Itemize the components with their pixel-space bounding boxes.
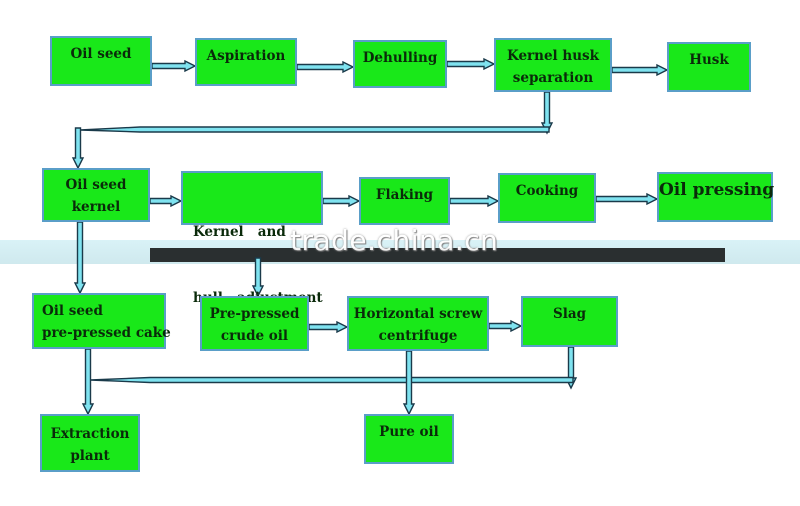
node-oil-pressing: Oil pressing: [657, 172, 775, 222]
watermark-text: trade.china.cn: [290, 224, 499, 257]
arrow-adjustment-to-flaking: [322, 194, 361, 208]
node-pure-oil: Pure oil: [364, 414, 454, 464]
node-prepressed-crude-oil-line-2: crude oil: [220, 328, 289, 344]
connector-slag-return: [89, 376, 574, 384]
node-slag: Slag: [521, 296, 618, 347]
node-oil-seed-line-1: Oil seed: [70, 46, 132, 62]
connector-return-line: [79, 126, 550, 133]
arrow-crude-to-centrifuge: [308, 320, 349, 334]
node-flaking: Flaking: [359, 177, 450, 225]
arrow-aspiration-to-dehulling: [296, 60, 355, 74]
node-dehulling-line-1: Dehulling: [362, 50, 438, 66]
node-kernel-husk-separation-line-2: separation: [512, 70, 594, 86]
arrow-centrifuge-to-slag: [488, 319, 523, 333]
node-oil-seed-kernel: Oil seed kernel: [42, 168, 150, 222]
node-extraction-plant-line-1: Extraction: [50, 426, 130, 442]
node-extraction-plant-line-2: plant: [70, 448, 110, 464]
node-horizontal-screw-centrifuge-line-1: Horizontal screw: [353, 306, 483, 322]
node-pure-oil-line-1: Pure oil: [379, 424, 439, 440]
arrow-to-pure-oil: [402, 350, 416, 416]
arrow-to-oil-seed-kernel: [71, 127, 85, 170]
node-horizontal-screw-centrifuge: Horizontal screw centrifuge: [347, 296, 489, 351]
node-cooking-line-1: Cooking: [515, 183, 579, 199]
node-cooking: Cooking: [498, 173, 596, 223]
node-oil-seed-prepressed-cake-line-1: Oil seed: [42, 303, 103, 319]
node-prepressed-crude-oil: Pre-pressed crude oil: [200, 296, 309, 351]
node-dehulling: Dehulling: [353, 40, 447, 88]
node-oil-seed-kernel-line-2: kernel: [71, 199, 121, 215]
node-kernel-husk-separation-line-1: Kernel husk: [507, 48, 599, 64]
node-oil-seed-prepressed-cake: Oil seed pre-pressed cake: [32, 293, 171, 349]
arrow-dehulling-to-kernel-husk: [446, 57, 496, 71]
node-aspiration-line-1: Aspiration: [206, 48, 286, 64]
node-oil-seed: Oil seed: [50, 36, 152, 86]
arrow-kernel-to-cake: [73, 221, 87, 295]
node-husk: Husk: [667, 42, 751, 92]
arrow-flaking-to-cooking: [449, 194, 500, 208]
node-kernel-hull-adjustment: Kernel and hull adjustment: [181, 171, 323, 306]
node-horizontal-screw-centrifuge-line-2: centrifuge: [378, 328, 458, 344]
node-oil-seed-prepressed-cake-line-2: pre-pressed cake: [42, 325, 171, 341]
node-prepressed-crude-oil-line-1: Pre-pressed: [209, 306, 300, 322]
watermark-band-dark: [150, 248, 725, 262]
arrow-oilseed-to-aspiration: [151, 59, 197, 73]
arrow-to-crude-oil: [251, 257, 265, 298]
node-husk-line-1: Husk: [689, 52, 729, 68]
node-flaking-line-1: Flaking: [375, 187, 434, 203]
arrow-to-extraction-plant: [81, 348, 95, 416]
node-kernel-hull-adjustment-line-1: Kernel and: [193, 224, 286, 240]
arrow-kernel-husk-to-husk: [611, 63, 669, 77]
node-slag-line-1: Slag: [552, 306, 587, 322]
node-kernel-husk-separation: Kernel husk separation: [494, 38, 612, 92]
node-aspiration: Aspiration: [195, 38, 297, 86]
node-oil-seed-kernel-line-1: Oil seed: [65, 177, 127, 193]
arrow-kernel-to-adjustment: [149, 194, 183, 208]
node-oil-pressing-line-1: Oil pressing: [659, 180, 775, 200]
arrow-cooking-to-pressing: [595, 192, 659, 206]
node-extraction-plant: Extraction plant: [40, 414, 140, 472]
